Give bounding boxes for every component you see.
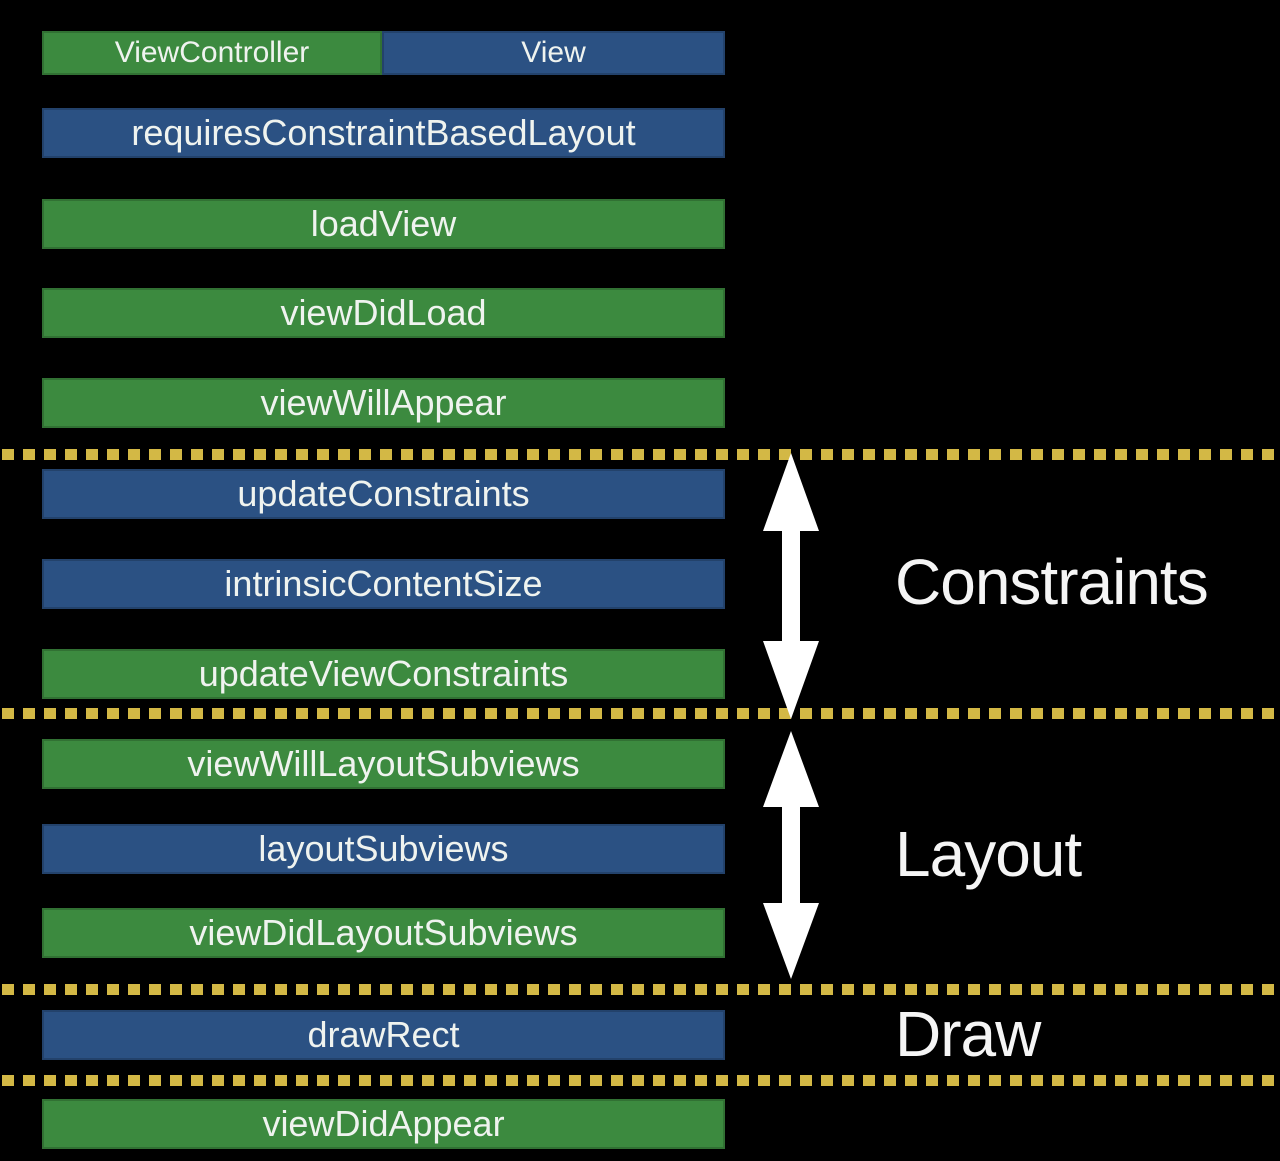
phase-divider-2 (2, 708, 1280, 719)
method-bar-update-view-constraints: updateViewConstraints (42, 649, 725, 699)
method-label: requiresConstraintBasedLayout (131, 112, 636, 153)
method-bar-update-constraints: updateConstraints (42, 469, 725, 519)
method-bar-intrinsic-content-size: intrinsicContentSize (42, 559, 725, 609)
phase-label-draw: Draw (895, 998, 1041, 1070)
legend-view-label: View (521, 36, 586, 69)
method-label: viewWillLayoutSubviews (187, 743, 580, 784)
phase-label-constraints: Constraints (895, 546, 1209, 618)
method-label: updateConstraints (237, 473, 530, 514)
legend-viewcontroller-swatch: ViewController (42, 31, 382, 75)
legend-view-swatch: View (382, 31, 725, 75)
method-bar-requires-constraint-based-layout: requiresConstraintBasedLayout (42, 108, 725, 158)
method-label: viewDidAppear (262, 1103, 505, 1144)
method-label: viewDidLoad (280, 292, 487, 333)
phase-divider-3 (2, 984, 1280, 995)
constraints-range-arrow-icon (763, 453, 819, 719)
method-label: viewWillAppear (260, 382, 507, 423)
method-bar-view-did-load: viewDidLoad (42, 288, 725, 338)
phase-divider-4 (2, 1075, 1280, 1086)
method-bar-view-will-appear: viewWillAppear (42, 378, 725, 428)
method-label: viewDidLayoutSubviews (189, 912, 578, 953)
method-label: layoutSubviews (258, 828, 509, 869)
method-label: intrinsicContentSize (224, 563, 543, 604)
legend-viewcontroller-label: ViewController (114, 36, 310, 69)
method-bar-layout-subviews: layoutSubviews (42, 824, 725, 874)
method-bar-view-did-appear: viewDidAppear (42, 1099, 725, 1149)
method-label: loadView (310, 203, 457, 244)
phase-label-layout: Layout (895, 818, 1082, 890)
method-label: drawRect (307, 1014, 460, 1055)
layout-range-arrow-icon (763, 731, 819, 979)
phase-divider-1 (2, 449, 1280, 460)
method-bar-load-view: loadView (42, 199, 725, 249)
method-bar-view-did-layout-subviews: viewDidLayoutSubviews (42, 908, 725, 958)
method-label: updateViewConstraints (198, 653, 569, 694)
legend: ViewController View (42, 31, 725, 75)
method-bar-draw-rect: drawRect (42, 1010, 725, 1060)
method-bar-view-will-layout-subviews: viewWillLayoutSubviews (42, 739, 725, 789)
